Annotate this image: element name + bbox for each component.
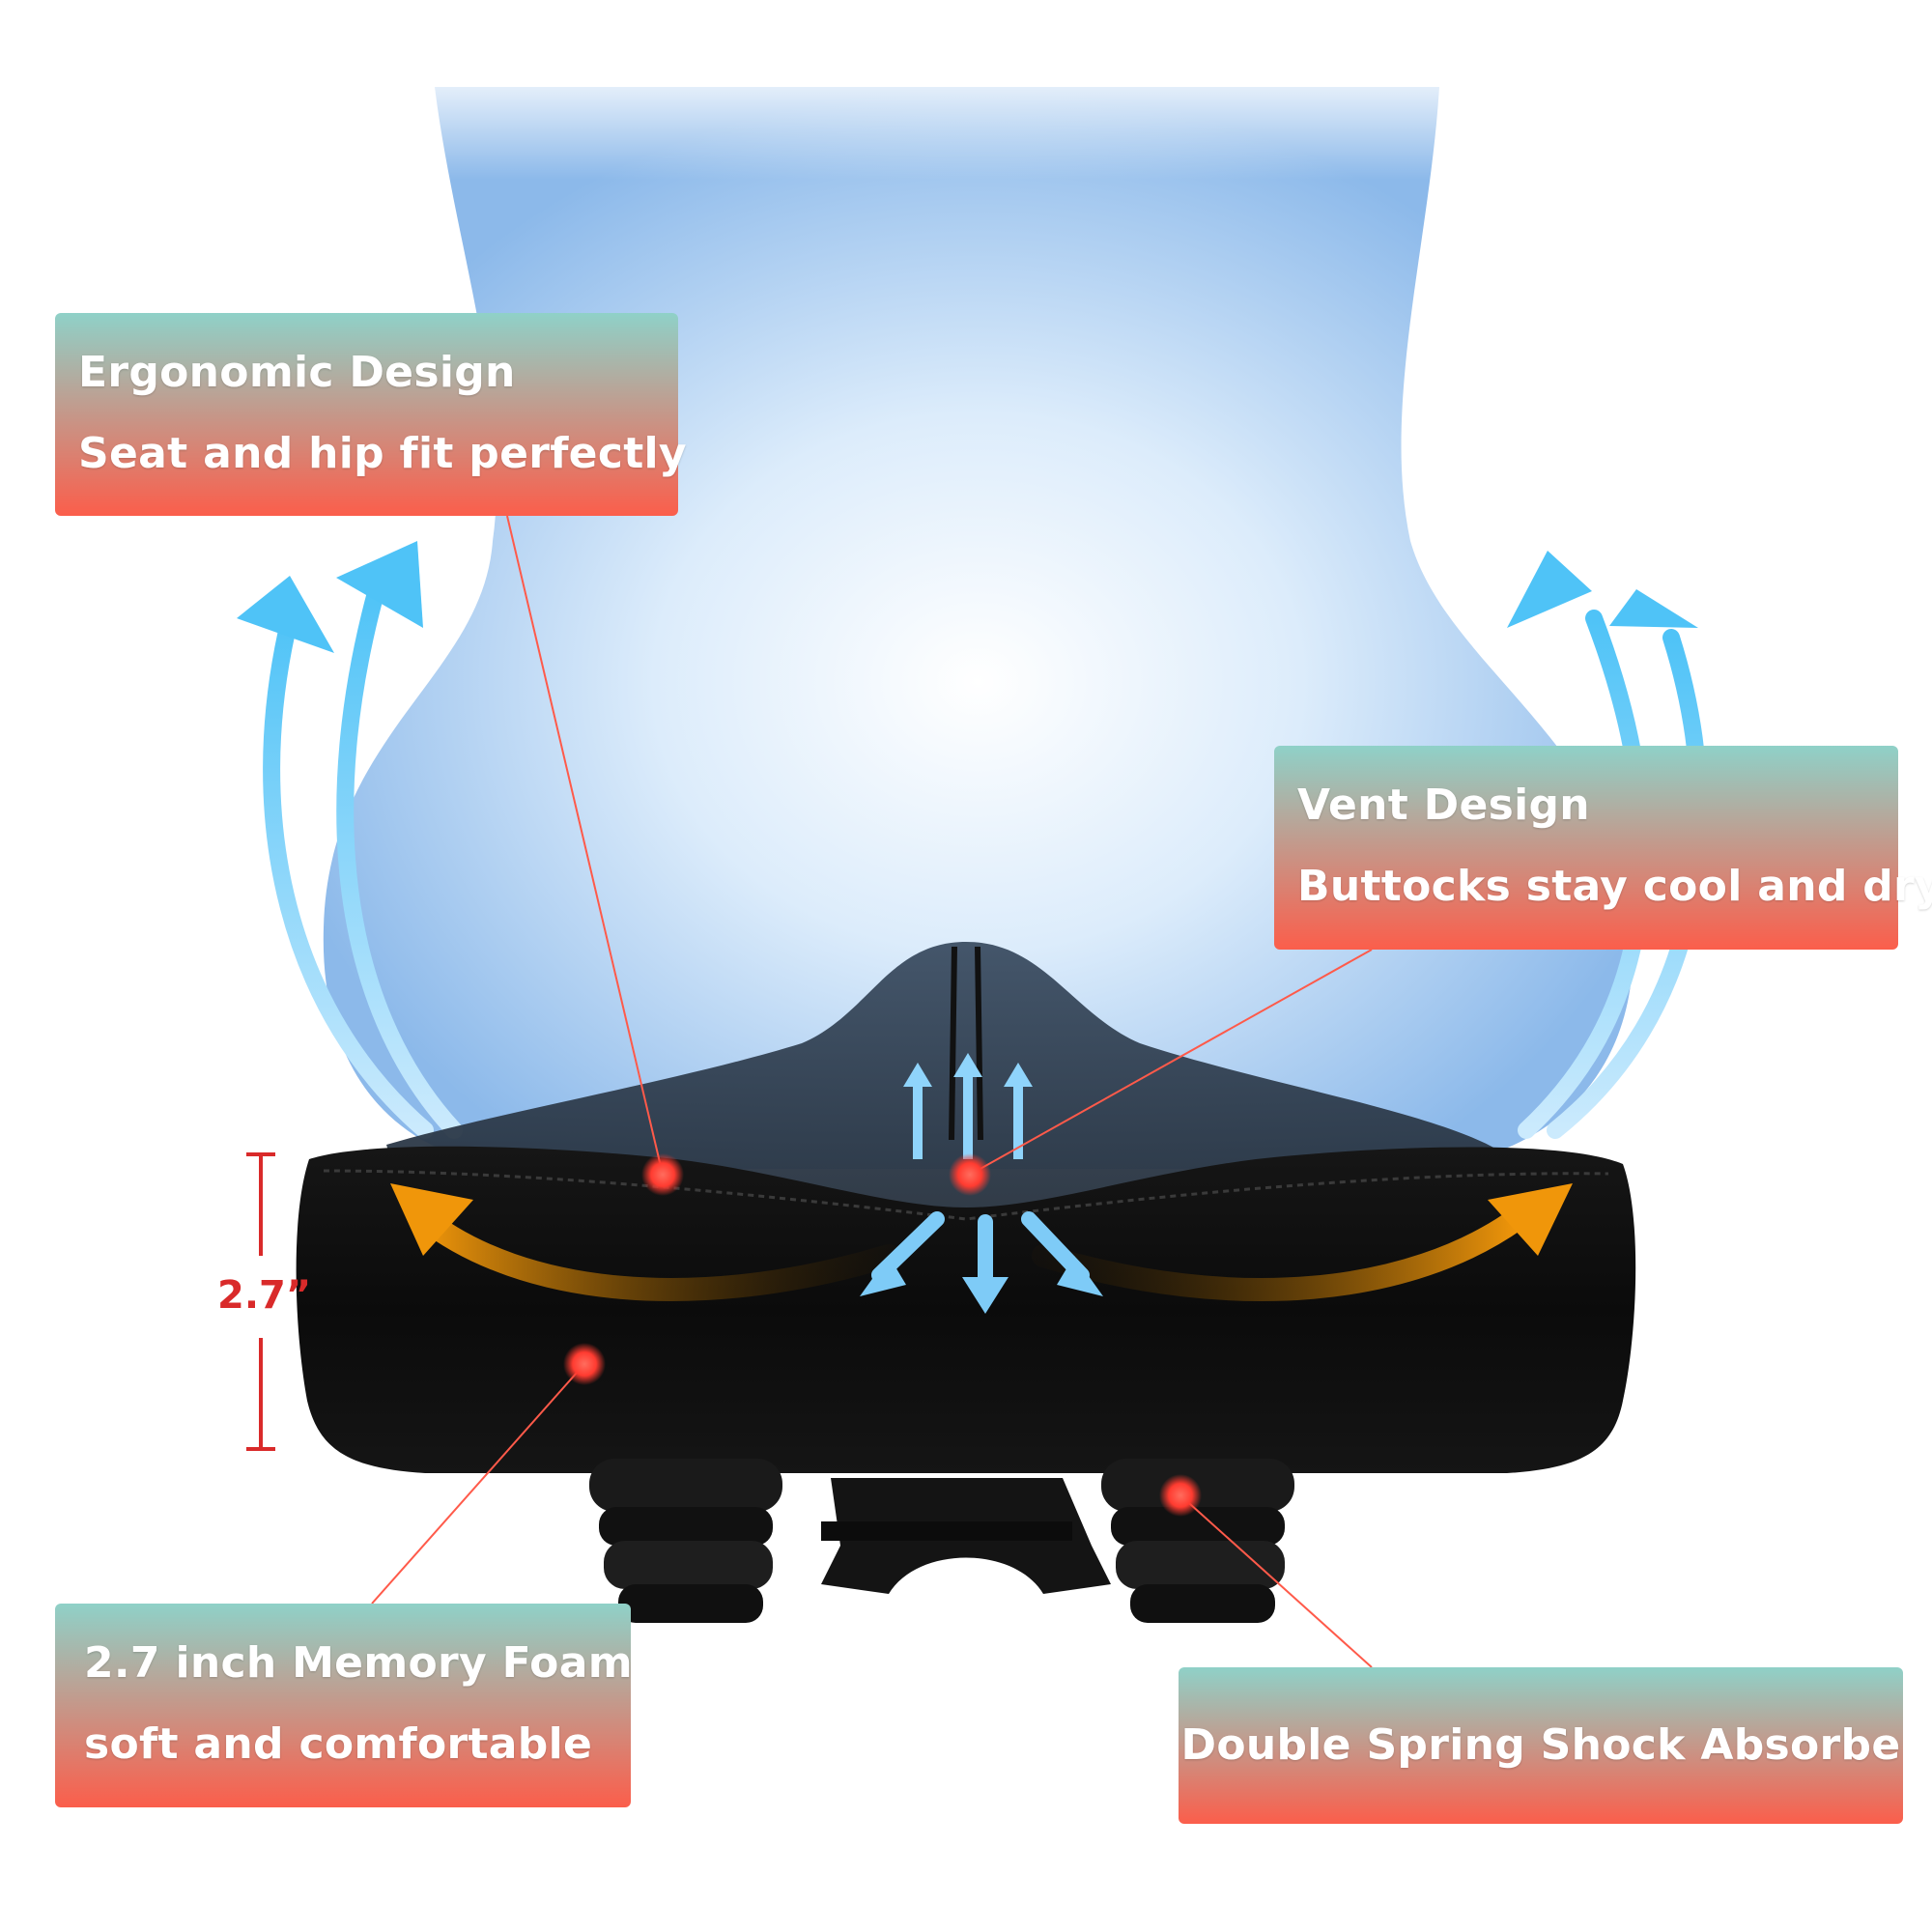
pointer-dots bbox=[563, 1153, 1202, 1517]
vent-arrows-up bbox=[913, 1072, 1023, 1159]
callout-foam-subtitle: soft and comfortable bbox=[84, 1719, 593, 1769]
callout-vent-title: Vent Design bbox=[1297, 781, 1590, 830]
dot-spring bbox=[1159, 1474, 1202, 1517]
callout-ergonomic-design: Ergonomic Design Seat and hip fit perfec… bbox=[55, 313, 687, 516]
dot-ergonomic bbox=[641, 1153, 684, 1196]
height-measure-label: 2.7” bbox=[217, 1273, 312, 1318]
orange-arrow-left bbox=[413, 1208, 900, 1302]
left-airflow-arrows bbox=[263, 581, 463, 1139]
callout-memory-foam: 2.7 inch Memory Foam soft and comfortabl… bbox=[55, 1604, 633, 1807]
callout-vent-subtitle: Buttocks stay cool and dry bbox=[1297, 862, 1932, 911]
left-arrowhead-2 bbox=[336, 541, 423, 628]
callout-ergonomic-title: Ergonomic Design bbox=[78, 348, 516, 397]
pointer-lines bbox=[371, 515, 1373, 1668]
left-arrowhead-1 bbox=[237, 576, 334, 653]
callout-ergonomic-subtitle: Seat and hip fit perfectly bbox=[78, 429, 687, 478]
dot-vent bbox=[949, 1153, 991, 1196]
right-arrowhead-2 bbox=[1609, 589, 1698, 628]
saddle-body bbox=[296, 1146, 1636, 1473]
callout-spring-title: Double Spring Shock Absorbe bbox=[1180, 1720, 1901, 1770]
saddle-top bbox=[386, 942, 1507, 1208]
callout-double-spring: Double Spring Shock Absorbe bbox=[1179, 1667, 1903, 1824]
orange-arrow-right bbox=[1032, 1208, 1528, 1302]
callout-foam-title: 2.7 inch Memory Foam bbox=[84, 1638, 633, 1688]
right-arrowhead-1 bbox=[1507, 551, 1592, 628]
callout-vent-design: Vent Design Buttocks stay cool and dry bbox=[1274, 746, 1932, 950]
dot-foam bbox=[563, 1343, 606, 1385]
height-measure-bracket bbox=[246, 1152, 275, 1451]
